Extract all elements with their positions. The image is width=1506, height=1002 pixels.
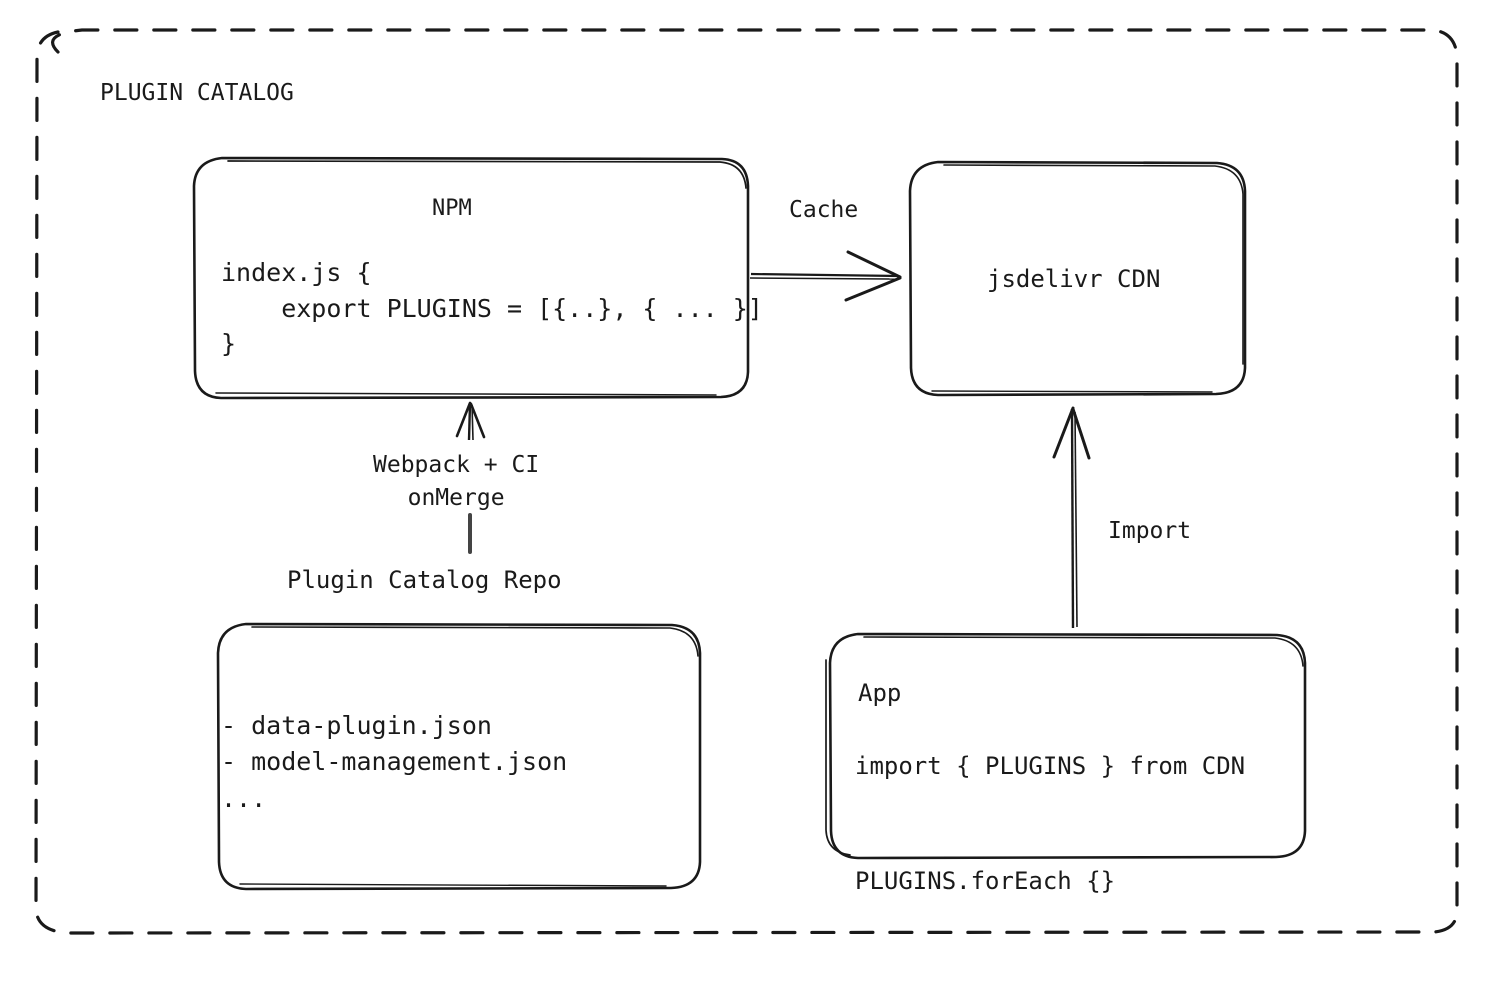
node-app-title: App <box>858 679 902 707</box>
node-app[interactable] <box>825 632 1307 860</box>
edge-app-to-cdn <box>1052 406 1091 629</box>
node-app-code: import { PLUGINS } from CDN PLUGINS.forE… <box>855 752 1246 896</box>
edge-label-webpack-ci-onmerge: Webpack + CI onMerge <box>373 452 540 512</box>
edge-label-import: Import <box>1108 518 1192 544</box>
node-npm-title: NPM <box>432 196 472 221</box>
group-title: PLUGIN CATALOG <box>100 80 294 106</box>
edge-repo-to-npm <box>455 401 486 554</box>
edge-npm-to-cdn <box>749 250 902 302</box>
group-container-plugin-catalog <box>34 28 1459 935</box>
node-npm[interactable] <box>192 156 750 400</box>
edge-label-cache: Cache <box>789 197 859 223</box>
node-repo-caption: Plugin Catalog Repo <box>287 566 562 594</box>
node-jsdelivr-cdn[interactable] <box>908 160 1247 397</box>
node-npm-code: index.js { export PLUGINS = [{..}, { ...… <box>221 258 763 358</box>
node-cdn-title: jsdelivr CDN <box>987 265 1161 293</box>
node-plugin-catalog-repo[interactable] <box>216 622 702 891</box>
node-repo-file-list: - data-plugin.json - model-management.js… <box>221 711 568 813</box>
